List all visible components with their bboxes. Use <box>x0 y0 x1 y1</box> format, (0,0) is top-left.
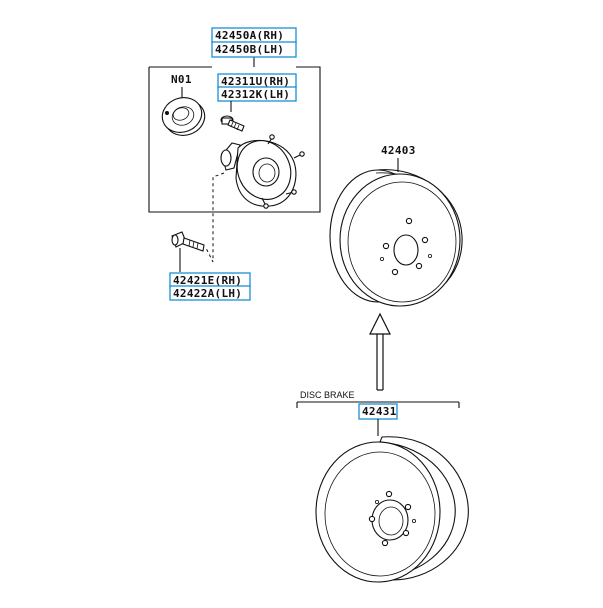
disc-rotor-part <box>315 436 469 583</box>
hub-bolt-part <box>220 115 245 132</box>
mount-bolt-part <box>171 231 205 272</box>
hub-bolt-lh-number: 42312K(LH) <box>221 88 290 101</box>
disc-brake-heading: DISC BRAKE <box>300 390 355 400</box>
hub-assembly-callout[interactable]: 42450A(RH) 42450B(LH) <box>211 27 297 58</box>
mount-bolt-lh-number: 42422A(LH) <box>173 287 242 300</box>
hub-assembly-rh-number: 42450A(RH) <box>215 29 284 42</box>
bearing-ring-number: N01 <box>171 73 192 86</box>
hub-bolt-rh-number: 42311U(RH) <box>221 75 290 88</box>
brake-drum-part <box>329 169 463 307</box>
mount-bolt-callout[interactable]: 42421E(RH) 42422A(LH) <box>169 272 251 301</box>
replacement-arrow <box>369 312 391 391</box>
disc-brake-section: DISC BRAKE <box>296 390 460 408</box>
bearing-ring-callout[interactable]: N01 <box>171 73 192 98</box>
hub-flange-part <box>220 134 305 209</box>
hub-assembly-lh-number: 42450B(LH) <box>215 43 284 56</box>
bearing-ring-part <box>161 97 206 136</box>
disc-rotor-number: 42431 <box>362 405 397 418</box>
drum-number: 42403 <box>381 144 416 157</box>
drum-callout[interactable]: 42403 <box>381 144 416 172</box>
disc-rotor-callout[interactable]: 42431 <box>358 403 398 436</box>
hub-bolt-callout[interactable]: 42311U(RH) 42312K(LH) <box>217 73 297 112</box>
mount-bolt-rh-number: 42421E(RH) <box>173 274 242 287</box>
mount-bolt-leader <box>205 172 225 263</box>
